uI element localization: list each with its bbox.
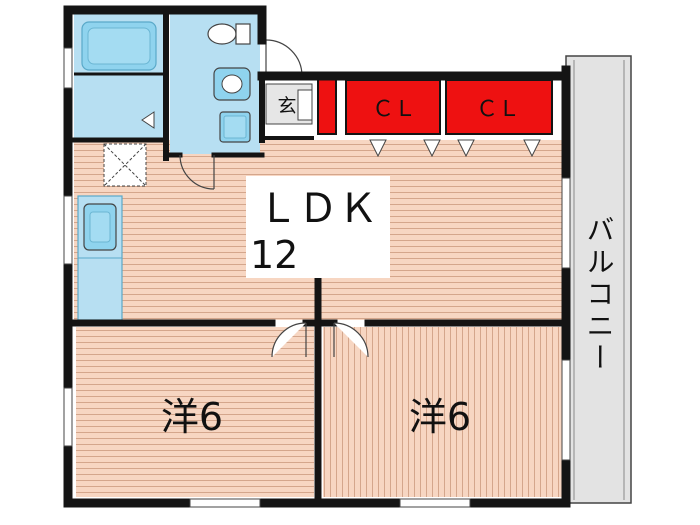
western-room-right-floor bbox=[323, 327, 563, 497]
closet-small bbox=[317, 77, 337, 135]
window bbox=[63, 195, 73, 265]
window bbox=[63, 47, 73, 89]
western-room-right-label: 洋6 bbox=[409, 395, 471, 439]
window bbox=[561, 359, 571, 461]
entrance-door-swing bbox=[265, 39, 303, 77]
ldk-room-size: 12 bbox=[250, 233, 298, 277]
closet-left bbox=[345, 79, 441, 135]
door-marker-icon bbox=[141, 111, 155, 129]
bedroom-right-door-swing bbox=[333, 322, 369, 358]
ldk-label-box bbox=[246, 176, 390, 278]
fridge-space bbox=[103, 143, 147, 187]
shoe-cabinet bbox=[297, 89, 313, 121]
bedroom-left-door-swing bbox=[271, 322, 307, 358]
wash-basin-bowl bbox=[221, 74, 243, 94]
closet-door-marker-icon bbox=[369, 139, 387, 158]
ldk-room-name: ＬＤＫ bbox=[258, 186, 378, 232]
window bbox=[189, 498, 261, 508]
closet-left-label: ＣＬ bbox=[372, 97, 416, 122]
washing-machine-drum bbox=[223, 115, 247, 139]
window bbox=[561, 177, 571, 269]
window bbox=[399, 498, 471, 508]
closet-door-marker-icon bbox=[523, 139, 541, 158]
toilet-door-swing bbox=[179, 154, 215, 190]
closet-right bbox=[445, 79, 553, 135]
western-room-left-floor bbox=[76, 327, 314, 497]
kitchen-sink-basin bbox=[89, 211, 111, 243]
closet-right-label: ＣＬ bbox=[476, 97, 520, 122]
western-room-left-label: 洋6 bbox=[161, 395, 223, 439]
windows bbox=[63, 47, 571, 508]
toilet-tank bbox=[235, 23, 251, 45]
entrance-label: 玄 bbox=[277, 95, 296, 117]
walls bbox=[63, 5, 571, 508]
closet-door-marker-icon bbox=[457, 139, 475, 158]
bathtub-inner bbox=[87, 27, 151, 65]
toilet-bowl bbox=[207, 23, 237, 45]
balcony bbox=[565, 55, 632, 504]
window bbox=[63, 387, 73, 447]
balcony-label: バルコニー bbox=[583, 215, 616, 375]
closet-door-marker-icon bbox=[423, 139, 441, 158]
